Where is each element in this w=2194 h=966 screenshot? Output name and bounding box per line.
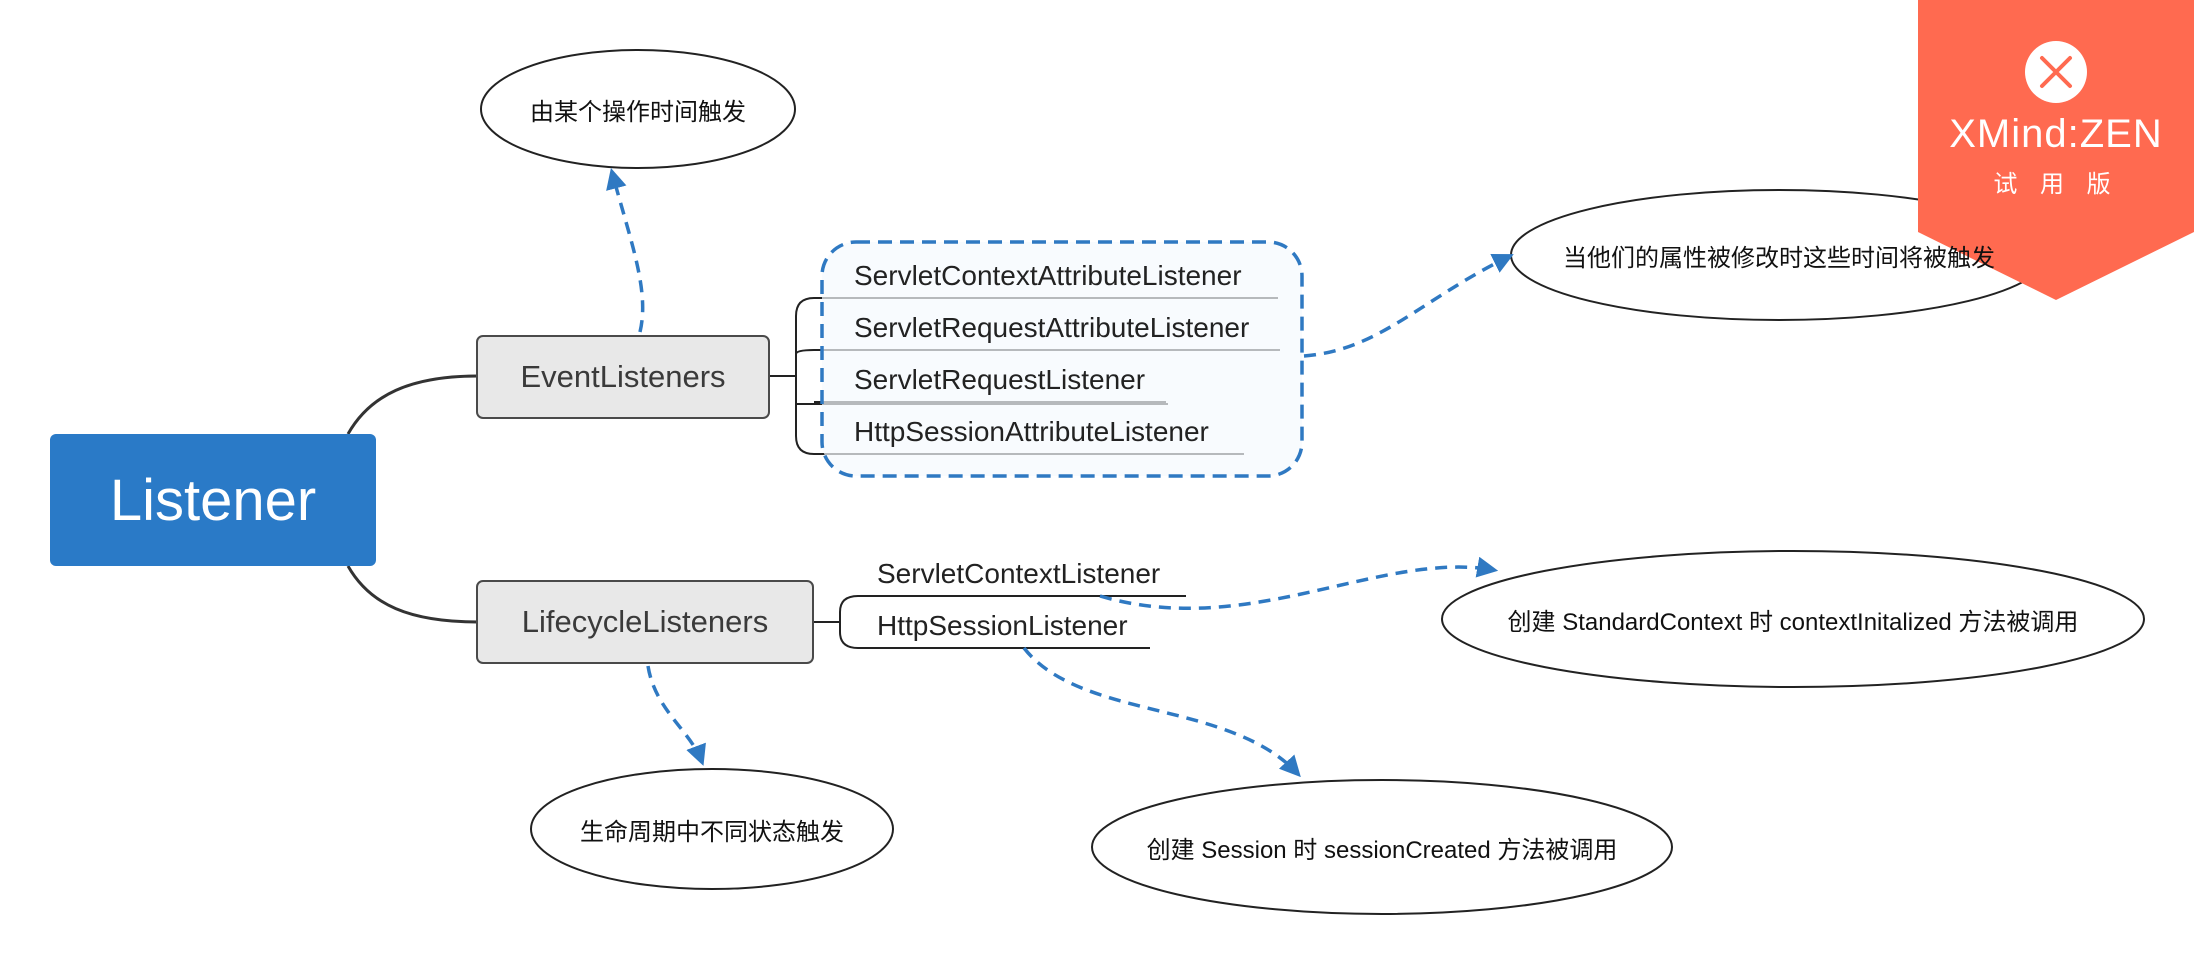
topic-servlet-request-attribute-listener[interactable]: ServletRequestAttributeListener — [854, 312, 1250, 343]
note-lifecycle-state[interactable]: 生命周期中不同状态触发 — [580, 818, 844, 846]
relationship-event-trigger — [606, 167, 645, 333]
note-shape-event-trigger — [480, 49, 796, 169]
note-event-trigger[interactable]: 由某个操作时间触发 — [530, 98, 746, 126]
note-context-created[interactable]: 创建 StandardContext 时 contextInitalized 方… — [1507, 608, 2079, 636]
note-shape-context-created — [1441, 550, 2145, 688]
topic-servlet-request-listener[interactable]: ServletRequestListener — [854, 364, 1146, 395]
branch-event-listeners[interactable]: EventListeners — [476, 335, 770, 419]
watermark-subtitle: 试 用 版 — [1993, 171, 2119, 198]
note-shape-session-created — [1091, 779, 1673, 915]
connector-event-bracket — [768, 297, 1280, 455]
watermark-title: XMind:ZEN — [1949, 112, 2163, 156]
topic-servlet-context-listener[interactable]: ServletContextListener — [877, 558, 1161, 589]
note-attribute-change[interactable]: 当他们的属性被修改时这些时间将被触发 — [1563, 244, 1995, 272]
relationship-session-created — [1022, 646, 1301, 778]
connector-root-event — [346, 374, 479, 435]
note-session-created[interactable]: 创建 Session 时 sessionCreated 方法被调用 — [1146, 836, 1618, 864]
topic-servlet-context-attribute-listener[interactable]: ServletContextAttributeListener — [854, 260, 1242, 291]
relationship-lifecycle-state — [646, 665, 706, 766]
relationship-context-created — [1099, 556, 1499, 610]
boundary-box — [820, 240, 1304, 478]
note-shape-lifecycle-state — [530, 768, 894, 890]
watermark-badge — [1918, 0, 2194, 300]
topic-http-session-attribute-listener[interactable]: HttpSessionAttributeListener — [854, 416, 1209, 447]
connector-lifecycle-bracket — [812, 595, 859, 649]
topic-http-session-listener[interactable]: HttpSessionListener — [877, 610, 1128, 641]
central-topic[interactable]: Listener — [50, 434, 376, 566]
branch-lifecycle-listeners[interactable]: LifecycleListeners — [476, 580, 814, 664]
relationship-attribute-change — [1303, 253, 1514, 358]
connector-root-lifecycle — [346, 565, 479, 624]
